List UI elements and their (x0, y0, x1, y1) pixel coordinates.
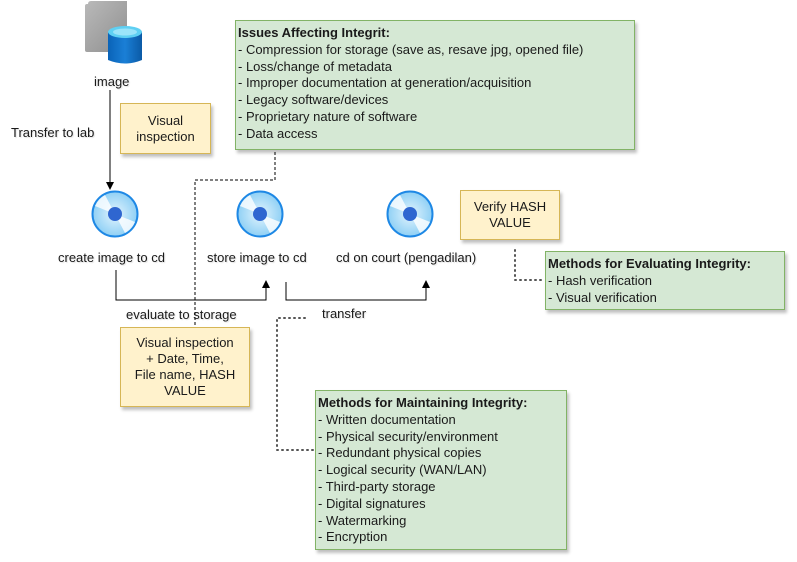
list-item: - Improper documentation at generation/a… (238, 75, 532, 91)
list-item: - Redundant physical copies (318, 445, 482, 461)
note-verify-hash[interactable]: Verify HASH VALUE (460, 190, 560, 240)
cd-icon[interactable] (91, 190, 139, 238)
dotted-link-evaluating (514, 249, 546, 281)
list-item: - Physical security/environment (318, 428, 498, 444)
panel-methods-evaluating-integrity[interactable]: Methods for Evaluating Integrity: - Hash… (545, 251, 785, 310)
cd-icon[interactable] (386, 190, 434, 238)
panel-methods-maintaining-integrity[interactable]: Methods for Maintaining Integrity: - Wri… (315, 390, 567, 550)
list-item: - Visual verification (548, 289, 657, 305)
list-item: - Proprietary nature of software (238, 108, 418, 124)
panel-title: Issues Affecting Integrit: (238, 25, 390, 40)
store-cd-label: store image to cd (207, 250, 307, 266)
evaluate-to-storage-label: evaluate to storage (126, 307, 237, 322)
list-item: - Legacy software/devices (238, 92, 389, 108)
panel-title: Methods for Maintaining Integrity: (318, 395, 528, 410)
evaluating-list: - Hash verification - Visual verificatio… (548, 273, 782, 307)
note-line: + Date, Time, (146, 351, 224, 366)
note-visual-inspection[interactable]: Visual inspection (120, 103, 211, 154)
transfer-to-lab-label: Transfer to lab (11, 125, 95, 141)
note-line: File name, HASH (134, 367, 236, 382)
list-item: - Logical security (WAN/LAN) (318, 462, 487, 478)
list-item: - Written documentation (318, 411, 456, 427)
note-line: Visual (147, 112, 184, 128)
note-visual-inspection-metadata[interactable]: Visual inspection + Date, Time, File nam… (120, 327, 250, 407)
list-item: - Hash verification (548, 272, 653, 288)
issues-list: - Compression for storage (save as, resa… (238, 42, 632, 143)
image-node[interactable] (84, 0, 146, 70)
note-line: VALUE (489, 215, 531, 230)
list-item: - Compression for storage (save as, resa… (238, 41, 584, 57)
image-node-label: image (94, 74, 130, 90)
list-item: - Data access (238, 125, 318, 141)
maintaining-list: - Written documentation - Physical secur… (318, 412, 564, 546)
list-item: - Encryption (318, 529, 388, 545)
edge-transfer (285, 280, 430, 301)
court-cd-label: cd on court (pengadilan) (336, 250, 477, 266)
note-line: Verify HASH (473, 199, 547, 214)
list-item: - Loss/change of metadata (238, 58, 392, 74)
dashed-link-issues (194, 152, 276, 330)
note-line: VALUE (164, 383, 206, 398)
transfer-label: transfer (322, 306, 367, 322)
dotted-link-maintaining (276, 317, 317, 451)
note-line: Visual inspection (136, 335, 234, 350)
list-item: - Digital signatures (318, 495, 426, 511)
database-image-icon (85, 1, 142, 64)
note-line: inspection (136, 128, 195, 144)
list-item: - Third-party storage (318, 478, 436, 494)
panel-issues-affecting-integrity[interactable]: Issues Affecting Integrit: - Compression… (235, 20, 635, 150)
create-cd-label: create image to cd (58, 250, 165, 266)
cd-icon[interactable] (236, 190, 284, 238)
panel-title: Methods for Evaluating Integrity: (548, 256, 751, 271)
edge-evaluate-to-storage (115, 270, 270, 301)
list-item: - Watermarking (318, 512, 407, 528)
